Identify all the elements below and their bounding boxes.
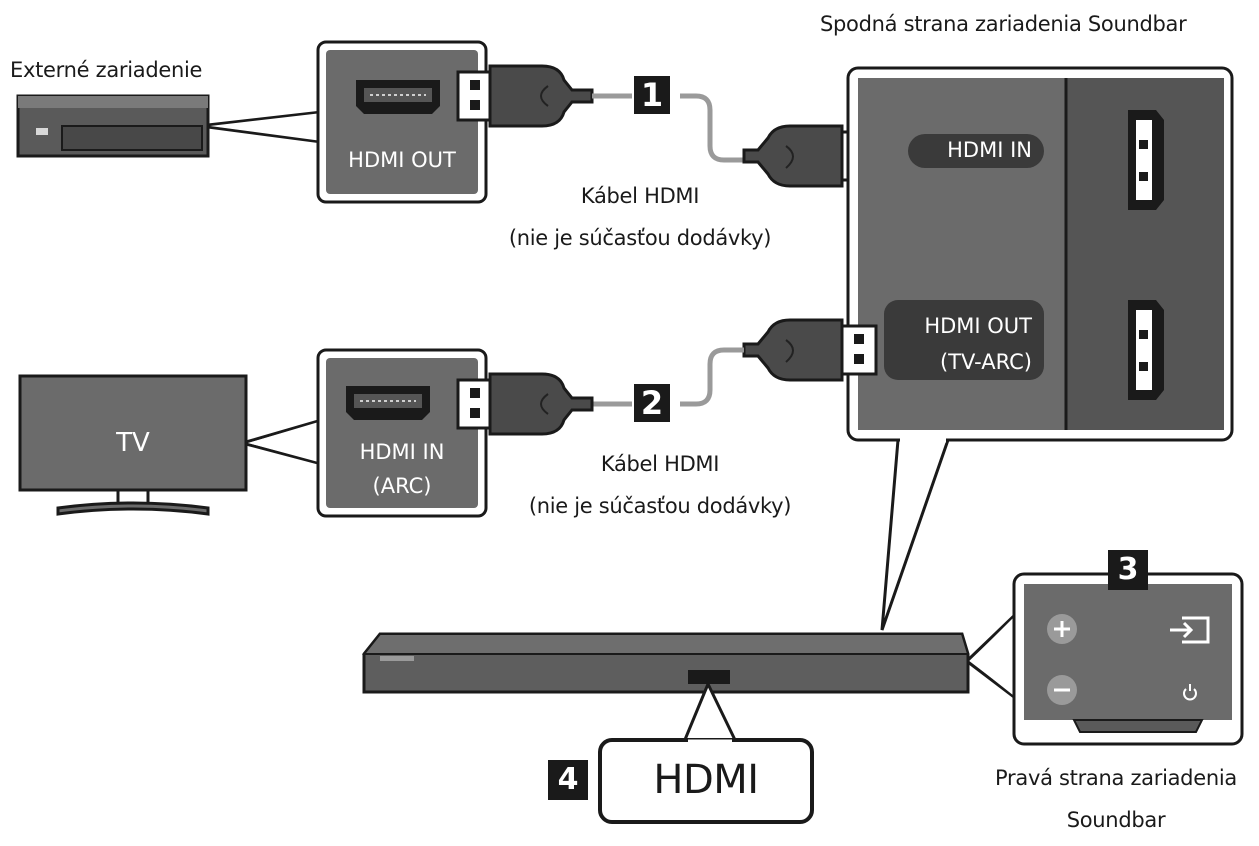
source-input-icon bbox=[1170, 616, 1210, 644]
device-led-icon bbox=[36, 128, 48, 135]
port-hdmi-in-text: HDMI IN bbox=[947, 138, 1032, 162]
cable2-plug-left bbox=[456, 372, 594, 436]
cable1-line bbox=[680, 93, 744, 163]
cable2-label-line1: Kábel HDMI bbox=[600, 452, 720, 476]
external-device-label: Externé zariadenie bbox=[10, 58, 203, 82]
external-hdmi-out-text: HDMI OUT bbox=[348, 148, 456, 172]
soundbar-logo bbox=[380, 656, 414, 661]
cable2-line bbox=[680, 347, 744, 407]
tv-port-line2: (ARC) bbox=[372, 474, 432, 498]
right-side-label-line2: Soundbar bbox=[1066, 808, 1166, 832]
step-3-badge: 3 bbox=[1108, 550, 1148, 590]
cable1-label-line2: (nie je súčasťou dodávky) bbox=[508, 226, 772, 250]
external-device-box bbox=[16, 94, 210, 158]
step-4-badge: 4 bbox=[548, 760, 588, 800]
bottom-side-label: Spodná strana zariadenia Soundbar bbox=[820, 12, 1187, 36]
tv-port-line1: HDMI IN bbox=[359, 440, 445, 464]
hdmi-callout-label: HDMI bbox=[653, 757, 759, 803]
right-side-label-line1: Pravá strana zariadenia bbox=[995, 766, 1237, 790]
cable2-plug-right bbox=[742, 318, 878, 382]
power-icon bbox=[1183, 684, 1197, 701]
tv-screen bbox=[18, 374, 248, 516]
tv-label: TV bbox=[116, 428, 150, 458]
tv-stand bbox=[56, 501, 210, 516]
soundbar-body bbox=[361, 632, 970, 694]
cable1-label-line1: Kábel HDMI bbox=[580, 184, 700, 208]
soundbar-bottom-panel bbox=[846, 66, 1234, 442]
step-2-badge: 2 bbox=[634, 384, 670, 422]
soundbar-hdmi-port bbox=[688, 670, 730, 684]
soundbar-right-side-panel bbox=[1012, 572, 1244, 746]
hdmi-out-label-pill bbox=[884, 300, 1044, 380]
port-hdmi-out-line1: HDMI OUT bbox=[924, 314, 1032, 338]
external-hdmi-out-port-box bbox=[316, 40, 488, 204]
step-1-badge: 1 bbox=[634, 76, 670, 114]
port-hdmi-out-line2: (TV-ARC) bbox=[939, 350, 1032, 374]
tv-hdmi-in-port-box bbox=[316, 348, 488, 518]
cable2-label-line2: (nie je súčasťou dodávky) bbox=[528, 494, 792, 518]
hdmi-in-label-pill bbox=[908, 134, 1044, 168]
cable1-plug-left bbox=[456, 64, 594, 128]
